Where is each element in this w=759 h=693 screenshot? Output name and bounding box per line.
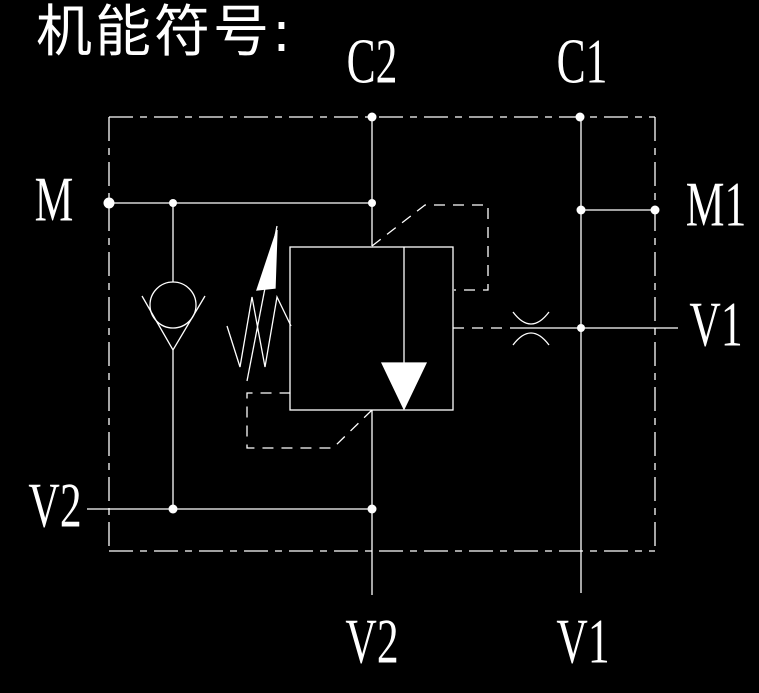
port-label-m1: M1 [685,168,747,240]
adjustment-arrow-icon [246,225,278,382]
port-label-v2-bottom: V2 [345,605,399,677]
check-valve-icon [141,281,206,352]
port-label-m: M [34,163,74,235]
check-valve-ball [149,281,197,329]
spring-icon [226,294,292,368]
internal-flow-arrowhead [380,362,428,411]
port-label-v1-right: V1 [689,288,743,360]
port-label-v2-left: V2 [28,469,82,541]
valve-body-icon [289,246,454,411]
junction-dots [103,112,660,514]
port-label-c2: C2 [346,25,398,97]
check-valve-seat [141,295,206,352]
enclosure-border-icon [108,116,656,552]
pilot-line-bottom-icon [246,392,373,449]
orifice-icon [512,311,550,346]
pilot-line-top-icon [371,204,489,291]
port-label-v1-bottom: V1 [556,605,610,677]
main-flow-lines [87,117,678,595]
diagram-title: 机能符号: [36,0,294,65]
port-label-c1: C1 [556,25,608,97]
